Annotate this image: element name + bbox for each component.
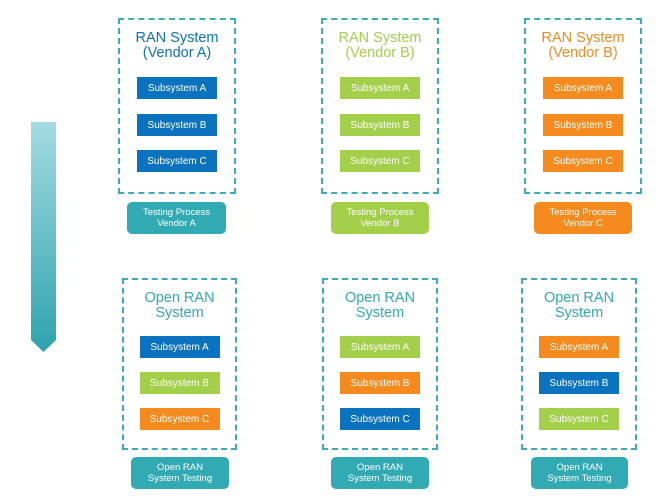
testing-label: Open RAN System Testing <box>547 462 612 484</box>
subsystem-block: Subsystem C <box>340 408 420 430</box>
subsystem-block: Subsystem B <box>340 114 420 136</box>
subsystem-block: Subsystem A <box>539 336 619 358</box>
subsystem-block: Subsystem B <box>137 114 217 136</box>
open-ran-testing-pill: Open RAN System Testing <box>531 457 628 489</box>
subsystem-block: Subsystem C <box>543 150 623 172</box>
system-title: RAN System (Vendor A) <box>135 30 219 61</box>
testing-label: Testing Process Vendor C <box>549 207 617 229</box>
subsystem-block: Subsystem C <box>137 150 217 172</box>
subsystem-block: Subsystem C <box>539 408 619 430</box>
subsystem-block: Subsystem A <box>137 77 217 99</box>
vendor-ran-system-box: RAN System (Vendor A) Subsystem A Subsyste… <box>118 18 236 194</box>
testing-label: Testing Process Vendor A <box>142 207 211 229</box>
vendor-ran-system-box: RAN System (Vendor B) Subsystem A Subsyste… <box>321 18 439 194</box>
testing-process-pill: Testing Process Vendor B <box>331 202 429 234</box>
subsystem-block: Subsystem B <box>539 372 619 394</box>
system-title: RAN System (Vendor B) <box>338 30 422 61</box>
subsystem-block: Subsystem B <box>139 372 220 394</box>
subsystem-block: Subsystem B <box>340 372 420 394</box>
subsystem-block: Subsystem A <box>543 77 623 99</box>
system-title: Open RAN System <box>543 290 615 321</box>
vendor-ran-system-box: RAN System (Vendor B) Subsystem A Subsyste… <box>524 18 642 194</box>
subsystem-block: Subsystem C <box>340 150 420 172</box>
system-title: Open RAN System <box>144 290 215 321</box>
testing-label: Open RAN System Testing <box>347 462 413 484</box>
open-ran-testing-pill: Open RAN System Testing <box>131 457 229 489</box>
testing-label: Testing Process Vendor B <box>346 207 414 229</box>
open-ran-testing-pill: Open RAN System Testing <box>331 457 429 489</box>
system-title: Open RAN System <box>344 290 416 321</box>
testing-process-pill: Testing Process Vendor C <box>534 202 632 234</box>
subsystem-block: Subsystem C <box>139 408 220 430</box>
system-title: RAN System (Vendor B) <box>541 30 625 61</box>
subsystem-block: Subsystem A <box>340 336 420 358</box>
testing-label: Open RAN System Testing <box>147 462 213 484</box>
subsystem-block: Subsystem A <box>139 336 220 358</box>
subsystem-block: Subsystem A <box>340 77 420 99</box>
subsystem-block: Subsystem B <box>543 114 623 136</box>
testing-process-pill: Testing Process Vendor A <box>127 202 226 234</box>
down-arrow-icon <box>31 122 56 352</box>
